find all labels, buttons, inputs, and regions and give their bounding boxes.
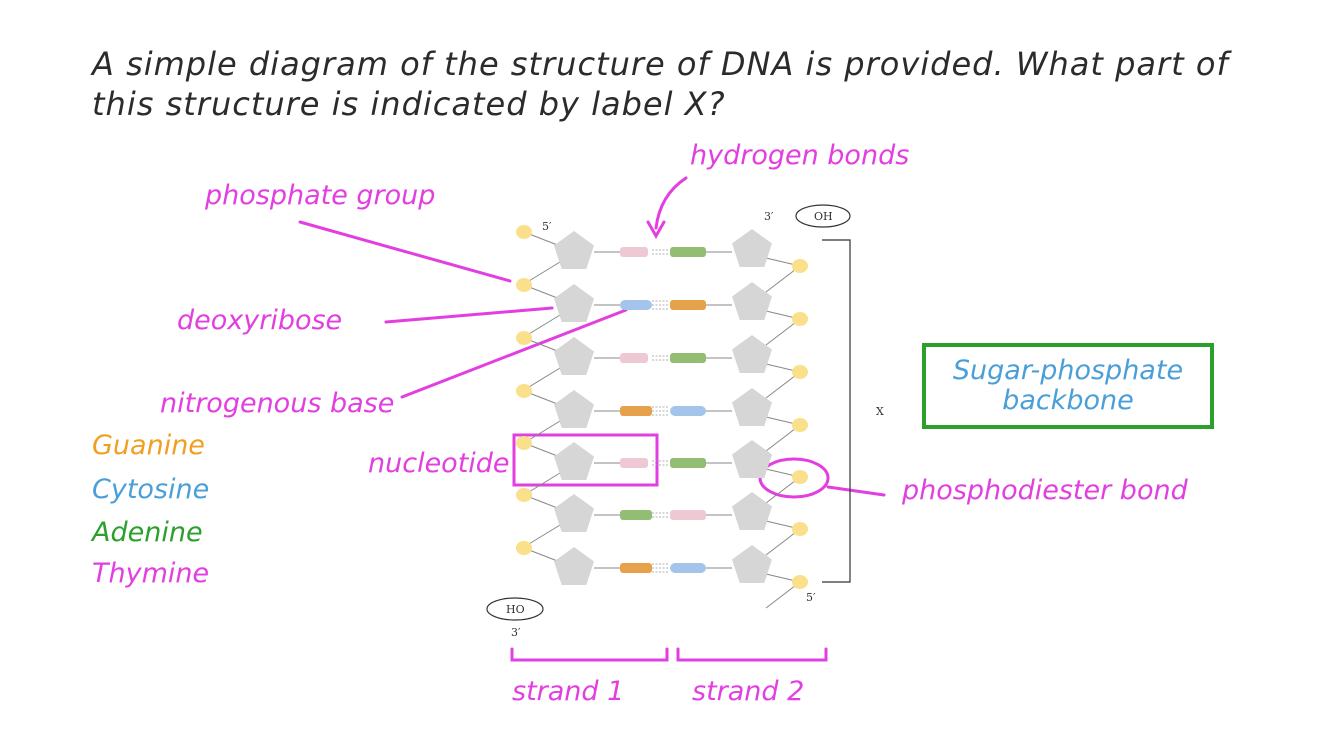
base-cytosine — [670, 563, 706, 573]
legend-cytosine: Cytosine — [92, 474, 210, 505]
left-phosphate — [516, 541, 532, 555]
right-phosphate — [792, 418, 808, 432]
base-adenine — [670, 353, 706, 363]
backbone-line-2: backbone — [1002, 385, 1134, 416]
left-phosphate — [516, 384, 532, 398]
phosphate-group-label: phosphate group — [205, 180, 436, 211]
base-thymine — [620, 247, 648, 257]
sugar-phosphate-backbone-box: Sugar-phosphate backbone — [922, 343, 1214, 429]
right-phosphate — [792, 259, 808, 273]
question-line-1: A simple diagram of the structure of DNA… — [92, 45, 1229, 83]
oh-ellipse — [795, 204, 851, 228]
left-phosphate — [516, 331, 532, 345]
base-adenine — [620, 510, 652, 520]
left-phosphate — [516, 278, 532, 292]
left-deoxyribose — [554, 547, 594, 585]
right-deoxyribose — [732, 492, 772, 530]
right-deoxyribose — [732, 229, 772, 267]
three-prime-bottom: 3′ — [511, 626, 521, 639]
base-guanine — [620, 406, 652, 416]
right-phosphate — [792, 522, 808, 536]
strand2-bracket — [676, 647, 828, 662]
right-phosphate — [792, 312, 808, 326]
dna-strands — [516, 225, 808, 609]
left-phosphate — [516, 225, 532, 239]
right-deoxyribose — [732, 545, 772, 583]
strand1-bracket — [510, 647, 669, 662]
right-deoxyribose — [732, 440, 772, 478]
left-deoxyribose — [554, 390, 594, 428]
right-phosphate — [792, 365, 808, 379]
legend-adenine: Adenine — [92, 517, 203, 548]
x-label: X — [876, 405, 884, 418]
deoxyribose-pointer-line — [384, 306, 554, 324]
right-deoxyribose — [732, 388, 772, 426]
nucleotide-label: nucleotide — [368, 448, 510, 479]
strand2-label: strand 2 — [692, 676, 805, 707]
left-backbone-link — [523, 314, 561, 338]
phosphodiester-pointer-line — [826, 485, 886, 497]
right-deoxyribose — [732, 335, 772, 373]
left-deoxyribose — [554, 284, 594, 322]
question-text: A simple diagram of the structure of DNA… — [92, 44, 1272, 124]
right-deoxyribose — [732, 282, 772, 320]
left-deoxyribose — [554, 494, 594, 532]
base-guanine — [620, 563, 652, 573]
five-prime-top: 5′ — [542, 220, 552, 233]
left-deoxyribose — [554, 231, 594, 269]
base-thymine — [670, 510, 706, 520]
left-deoxyribose — [554, 337, 594, 375]
left-backbone-link — [523, 524, 561, 548]
ho-ellipse — [486, 597, 544, 621]
base-adenine — [670, 458, 706, 468]
nitrogenous-base-label: nitrogenous base — [160, 388, 395, 419]
base-pointer-line — [400, 308, 628, 399]
legend-thymine: Thymine — [92, 558, 210, 589]
left-phosphate — [516, 488, 532, 502]
legend-guanine: Guanine — [92, 430, 205, 461]
question-line-2: this structure is indicated by label X? — [92, 85, 726, 123]
left-deoxyribose — [554, 442, 594, 480]
strand1-label: strand 1 — [512, 676, 625, 707]
deoxyribose-label: deoxyribose — [177, 305, 343, 336]
ho-label: HO — [506, 603, 525, 616]
five-prime-bottom: 5′ — [806, 591, 816, 604]
left-backbone-link — [523, 261, 561, 285]
left-phosphate — [516, 436, 532, 450]
phosphate-pointer-line — [298, 220, 512, 283]
right-phosphate — [792, 575, 808, 589]
hbond-arrow-line — [654, 176, 688, 230]
backbone-line-1: Sugar-phosphate — [952, 355, 1184, 386]
nucleotide-box — [512, 433, 659, 487]
base-cytosine — [670, 406, 706, 416]
left-backbone-link — [523, 367, 561, 391]
base-thymine — [620, 353, 648, 363]
right-phosphate — [792, 470, 808, 484]
base-adenine — [670, 247, 706, 257]
oh-label: OH — [814, 210, 833, 223]
hbond-arrow-head — [646, 220, 666, 240]
base-guanine — [670, 300, 706, 310]
three-prime-top: 3′ — [764, 210, 774, 223]
x-bracket — [822, 239, 851, 583]
phosphodiester-bond-label: phosphodiester bond — [902, 475, 1188, 506]
base-cytosine — [620, 300, 652, 310]
base-thymine — [620, 458, 648, 468]
hydrogen-bonds-label: hydrogen bonds — [690, 140, 910, 171]
